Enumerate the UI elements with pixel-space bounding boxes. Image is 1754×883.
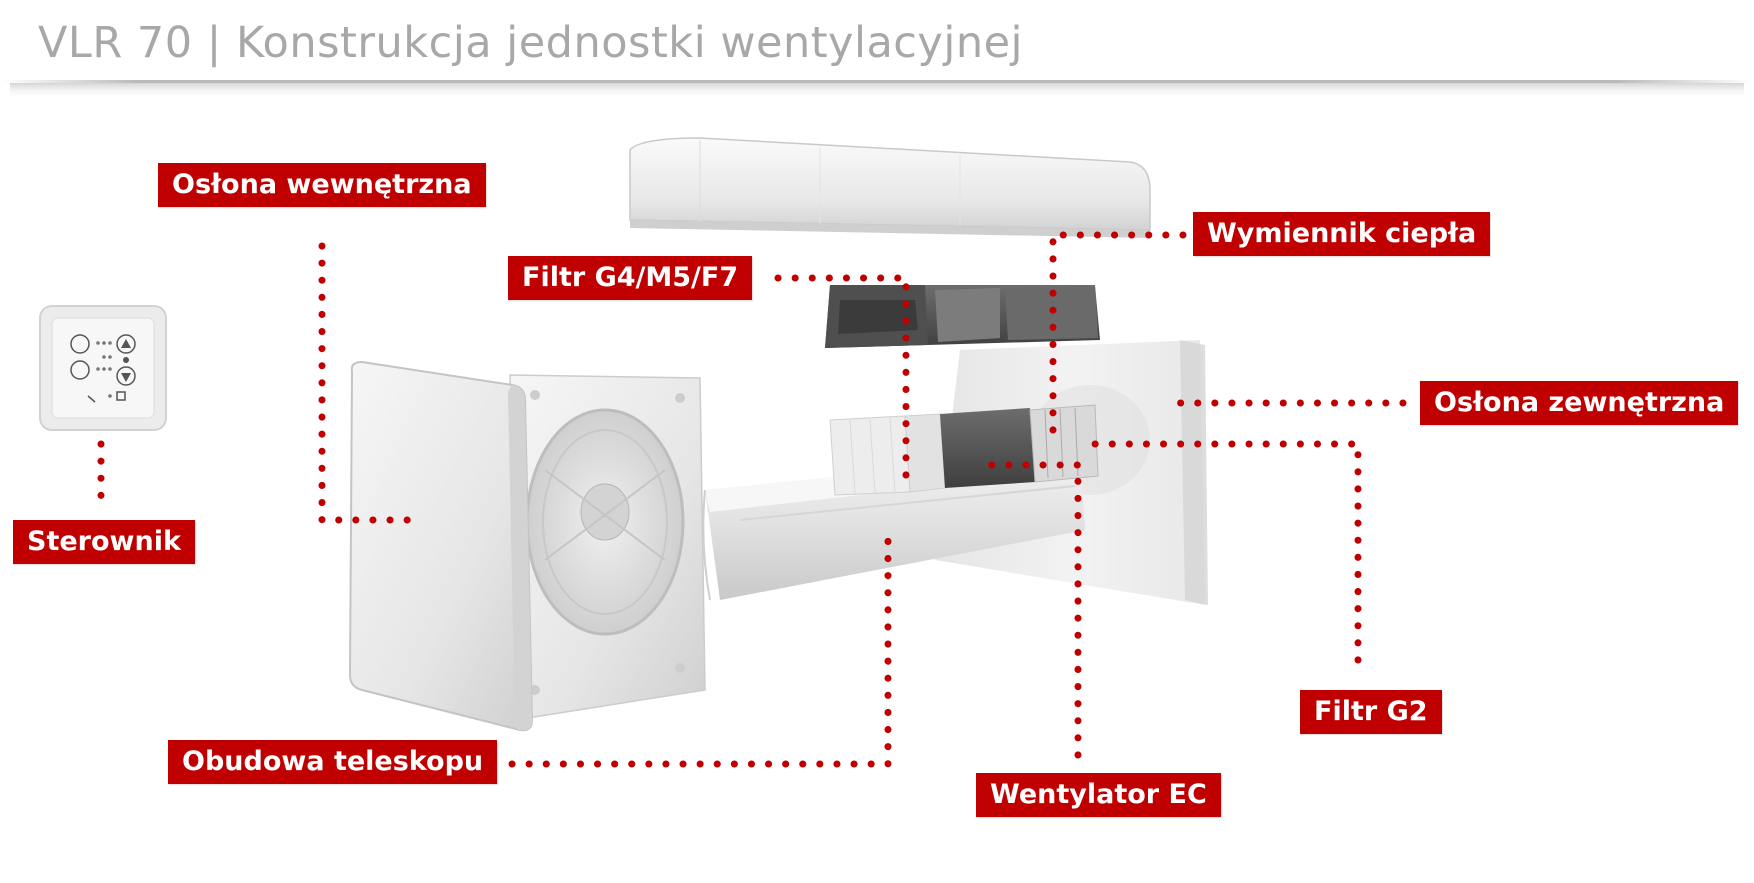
label-filtr-g2: Filtr G2 <box>1300 690 1442 734</box>
internal-components-drawing <box>829 404 1099 496</box>
leader-oslona-wewnetrzna <box>318 242 422 524</box>
leader-lines <box>97 231 1407 768</box>
controller-drawing <box>39 305 167 431</box>
label-obudowa-teleskopu: Obudowa teleskopu <box>168 740 498 784</box>
arrow-up-icon <box>116 334 136 354</box>
arrow-down-icon <box>116 366 136 386</box>
label-wymiennik-ciepla: Wymiennik ciepła <box>1193 212 1491 256</box>
top-cover-drawing <box>629 137 1151 238</box>
page-title: VLR 70 | Konstrukcja jednostki wentylacy… <box>38 18 1023 68</box>
label-oslona-zewnetrzna: Osłona zewnętrzna <box>1420 381 1739 425</box>
label-filtr-g4: Filtr G4/M5/F7 <box>508 256 753 300</box>
label-wentylator-ec: Wentylator EC <box>976 773 1221 817</box>
tool-icon <box>87 395 96 403</box>
leader-wentylator-ec <box>986 461 1082 759</box>
ventilation-mode-icon <box>70 334 90 354</box>
boost-icon <box>116 391 126 401</box>
leader-wymiennik-ciepla <box>1049 231 1187 434</box>
filter-cassette-drawing <box>825 285 1100 348</box>
title-divider <box>0 80 1754 99</box>
label-oslona-wewnetrzna: Osłona wewnętrzna <box>158 163 486 207</box>
recirculation-icon <box>70 360 90 380</box>
label-sterownik: Sterownik <box>13 520 195 564</box>
leader-filtr-g2 <box>1091 440 1362 664</box>
front-frame-drawing <box>509 374 706 721</box>
fan-icon <box>123 357 129 363</box>
inner-cover-drawing <box>348 360 534 732</box>
leader-obudowa-teleskopu <box>508 536 892 768</box>
